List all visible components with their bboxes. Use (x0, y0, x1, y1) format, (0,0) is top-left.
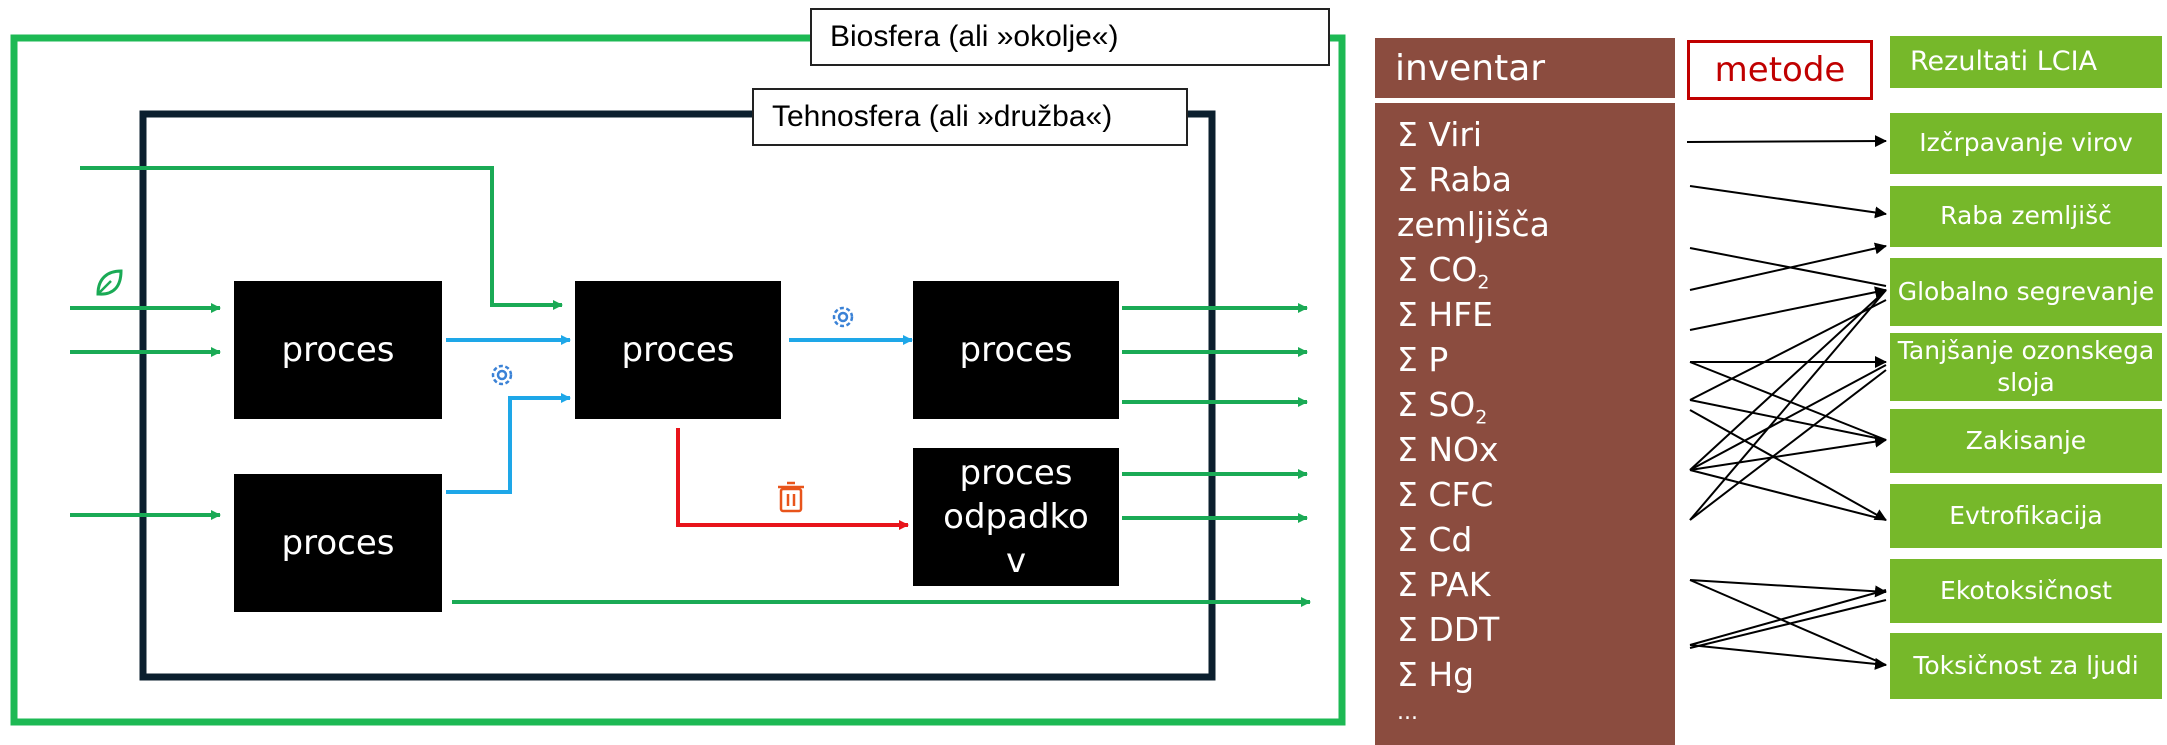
inventory-item: Σ NOx (1397, 430, 1499, 469)
biosphere-border (10, 34, 1346, 726)
impact-category: Evtrofikacija (1890, 484, 2162, 548)
impact-category: Izčrpavanje virov (1890, 113, 2162, 174)
inventory-header: inventar (1375, 38, 1675, 98)
inventory-item: Σ SO2 (1397, 385, 1488, 429)
subscript: 2 (1475, 406, 1488, 429)
impact-category: Raba zemljišč (1890, 186, 2162, 247)
biosphere-label: Biosfera (ali »okolje«) (810, 8, 1330, 66)
impact-category: Toksičnost za ljudi (1890, 633, 2162, 699)
impact-category: Zakisanje (1890, 409, 2162, 473)
inventory-item: zemljišča (1397, 205, 1550, 244)
characterization-arrows (1686, 135, 1887, 670)
gear-icon (491, 364, 513, 386)
impact-category: Tanjšanje ozonskega sloja (1890, 333, 2162, 401)
inventory-item: Σ Viri (1397, 115, 1483, 154)
process-box: proces (913, 281, 1119, 419)
process-box: proces (575, 281, 781, 419)
input-flow (80, 166, 563, 310)
gear-icon (832, 306, 854, 328)
inventory-list: Σ Viri Σ Raba zemljišča Σ CO2 Σ HFE Σ P … (1375, 103, 1675, 745)
inventory-item: Σ CFC (1397, 475, 1494, 514)
methods-label: metode (1687, 40, 1873, 100)
impact-category: Ekotoksičnost (1890, 559, 2162, 623)
subscript: 2 (1477, 271, 1490, 294)
intermediate-flow (446, 393, 571, 494)
inventory-item: ... (1397, 700, 1418, 725)
inventory-item: Σ HFE (1397, 295, 1493, 334)
inventory-item: Σ Cd (1397, 520, 1473, 559)
technosphere-label: Tehnosfera (ali »družba«) (752, 88, 1188, 146)
inventory-item: Σ Hg (1397, 655, 1475, 694)
inventory-item: Σ PAK (1397, 565, 1491, 604)
trash-icon (778, 481, 804, 513)
results-header: Rezultati LCIA (1890, 36, 2162, 88)
technosphere-border (139, 110, 1216, 681)
inventory-item: Σ P (1397, 340, 1449, 379)
impact-category: Globalno segrevanje (1890, 258, 2162, 326)
inventory-item: Σ Raba (1397, 160, 1512, 199)
inventory-item: Σ DDT (1397, 610, 1500, 649)
leaf-icon (96, 269, 123, 296)
process-box: proces (234, 474, 442, 612)
inventory-item: Σ CO2 (1397, 250, 1490, 294)
waste-process-box: proces odpadko v (913, 448, 1119, 586)
waste-flow (676, 428, 909, 530)
process-box: proces (234, 281, 442, 419)
